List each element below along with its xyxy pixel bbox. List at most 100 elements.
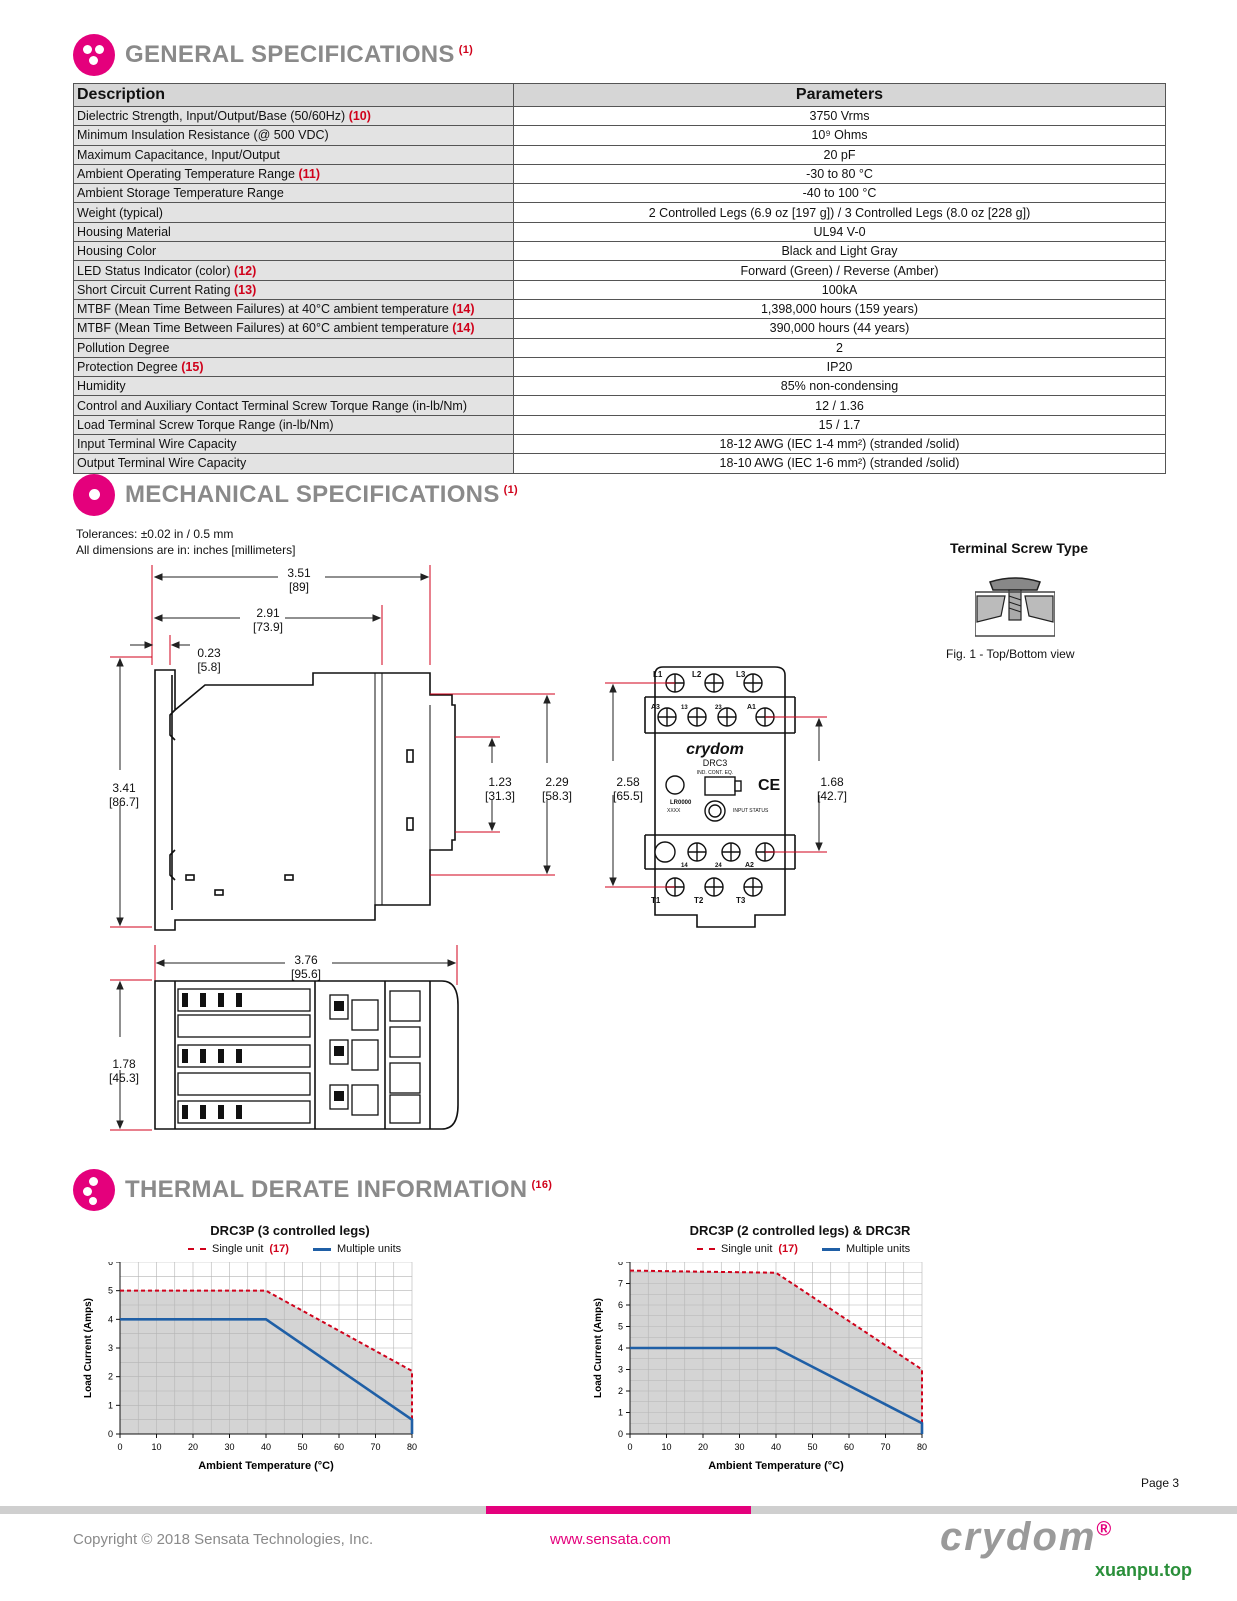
x-tick-label: 80 [917, 1442, 927, 1452]
legend-multiple-label: Multiple units [845, 1243, 911, 1255]
svg-text:crydom: crydom [686, 741, 744, 758]
general-section-header: GENERAL SPECIFICATIONS(1) [73, 33, 473, 77]
svg-text:CE: CE [758, 777, 781, 794]
table-header-row: Description Parameters [73, 83, 1166, 107]
legend-single-ref: (17) [778, 1243, 798, 1255]
footnote-ref: (15) [181, 360, 204, 374]
x-tick-label: 40 [771, 1442, 781, 1452]
spec-description: Short Circuit Current Rating (13) [73, 279, 514, 300]
crydom-logo: crydom® [940, 1515, 1114, 1559]
spec-parameter: 1,398,000 hours (159 years) [513, 298, 1166, 320]
series-line-single [629, 1269, 923, 1434]
svg-text:24: 24 [715, 863, 722, 869]
spec-description: Maximum Capacitance, Input/Output [73, 144, 514, 165]
website-link[interactable]: www.sensata.com [550, 1531, 671, 1548]
svg-text:INPUT STATUS: INPUT STATUS [733, 808, 769, 814]
page-number: Page 3 [1141, 1476, 1180, 1490]
x-tick-label: 20 [698, 1442, 708, 1452]
chart2-legend: Single unit(17) Multiple units [697, 1243, 910, 1255]
chart1-legend: Single unit (17) Multiple units [188, 1243, 401, 1255]
col-description-header: Description [73, 83, 514, 107]
legend-single-swatch [697, 1248, 715, 1250]
spec-description: Protection Degree (15) [73, 356, 514, 378]
svg-text:23: 23 [715, 705, 722, 711]
table-row: MTBF (Mean Time Between Failures) at 40°… [73, 298, 1166, 320]
dim-3-41: 3.41[86.7] [108, 781, 140, 809]
legend-multiple-label: Multiple units [336, 1243, 402, 1255]
spec-parameter: 20 pF [513, 144, 1166, 165]
legend-multiple-swatch [821, 1247, 840, 1251]
table-row: Ambient Storage Temperature Range-40 to … [73, 183, 1166, 204]
x-tick-label: 30 [224, 1442, 234, 1452]
x-tick-label: 60 [334, 1442, 344, 1452]
svg-text:DRC3: DRC3 [703, 758, 728, 768]
col-parameters-header: Parameters [513, 83, 1166, 107]
y-tick-label: 1 [618, 1408, 623, 1418]
section-bullet-icon [73, 34, 115, 76]
table-row: Control and Auxiliary Contact Terminal S… [73, 395, 1166, 416]
legend-single-swatch [188, 1248, 206, 1250]
spec-parameter: 100kA [513, 279, 1166, 300]
x-tick-label: 10 [151, 1442, 161, 1452]
watermark-text: xuanpu.top [1095, 1560, 1192, 1580]
spec-parameter: UL94 V-0 [513, 221, 1166, 243]
footnote-ref: (10) [348, 109, 371, 124]
x-tick-label: 40 [261, 1442, 271, 1452]
table-row: Dielectric Strength, Input/Output/Base (… [73, 105, 1166, 127]
x-tick-label: 70 [880, 1442, 890, 1452]
dim-2-91: 2.91[73.9] [252, 606, 284, 634]
spec-parameter: 15 / 1.7 [513, 414, 1166, 436]
spec-parameter: 18-12 AWG (IEC 1-4 mm²) (stranded /solid… [513, 434, 1166, 455]
svg-text:IND. CONT. EQ.: IND. CONT. EQ. [697, 770, 733, 776]
spec-description: Input Terminal Wire Capacity [73, 434, 514, 455]
spec-parameter: -30 to 80 °C [513, 163, 1166, 185]
spec-parameter: IP20 [513, 356, 1166, 378]
fig-caption: Fig. 1 - Top/Bottom view [946, 647, 1075, 661]
chart1-title: DRC3P (3 controlled legs) [210, 1223, 370, 1238]
legend-single-ref: (17) [269, 1243, 289, 1255]
series-line-multiple [630, 1346, 924, 1434]
tolerances-note: Tolerances: ±0.02 in / 0.5 mm [76, 527, 234, 541]
footnote-ref: (12) [234, 263, 257, 278]
x-tick-label: 0 [627, 1442, 632, 1452]
spec-description: Housing Material [73, 221, 514, 243]
svg-text:13: 13 [681, 705, 688, 711]
terminal-screw-icon [975, 577, 1055, 637]
x-axis-label: Ambient Temperature (°C) [708, 1460, 844, 1472]
spec-parameter: 10⁹ Ohms [513, 125, 1166, 146]
spec-description: Control and Auxiliary Contact Terminal S… [73, 395, 514, 416]
spec-description: Dielectric Strength, Input/Output/Base (… [73, 105, 514, 127]
spec-parameter: 85% non-condensing [513, 376, 1166, 397]
x-tick-label: 60 [844, 1442, 854, 1452]
x-tick-label: 50 [807, 1442, 817, 1452]
spec-description: Housing Color [73, 241, 514, 262]
dim-0-23: 0.23[5.8] [197, 646, 221, 674]
legend-single-label: Single unit [212, 1243, 264, 1255]
top-view-drawing [110, 945, 459, 1131]
table-row: LED Status Indicator (color) (12)Forward… [73, 260, 1166, 281]
table-row: Load Terminal Screw Torque Range (in-lb/… [73, 414, 1166, 436]
units-note: All dimensions are in: inches [millimete… [76, 543, 296, 557]
spec-parameter: 3750 Vrms [513, 105, 1166, 127]
dim-2-58: 2.58[65.5] [612, 775, 644, 803]
spec-description: Minimum Insulation Resistance (@ 500 VDC… [73, 125, 514, 146]
x-tick-label: 50 [297, 1442, 307, 1452]
general-section-title: GENERAL SPECIFICATIONS(1) [125, 41, 474, 68]
svg-text:LR0000: LR0000 [670, 800, 692, 806]
y-tick-label: 3 [618, 1365, 623, 1375]
dim-2-29: 2.29[58.3] [541, 775, 573, 803]
series-line-single [120, 1289, 413, 1434]
mechanical-section-title: MECHANICAL SPECIFICATIONS(1) [125, 481, 518, 508]
spec-parameter: Forward (Green) / Reverse (Amber) [513, 260, 1166, 281]
section-bullet-icon [73, 474, 115, 516]
footnote-ref: (13) [234, 282, 257, 297]
spec-description: Pollution Degree [73, 337, 514, 358]
svg-text:L2: L2 [692, 670, 702, 679]
y-tick-label: 0 [108, 1429, 113, 1439]
spec-parameter: Black and Light Gray [513, 241, 1166, 262]
legend-multiple-swatch [312, 1247, 331, 1251]
footnote-ref: (14) [452, 302, 475, 317]
